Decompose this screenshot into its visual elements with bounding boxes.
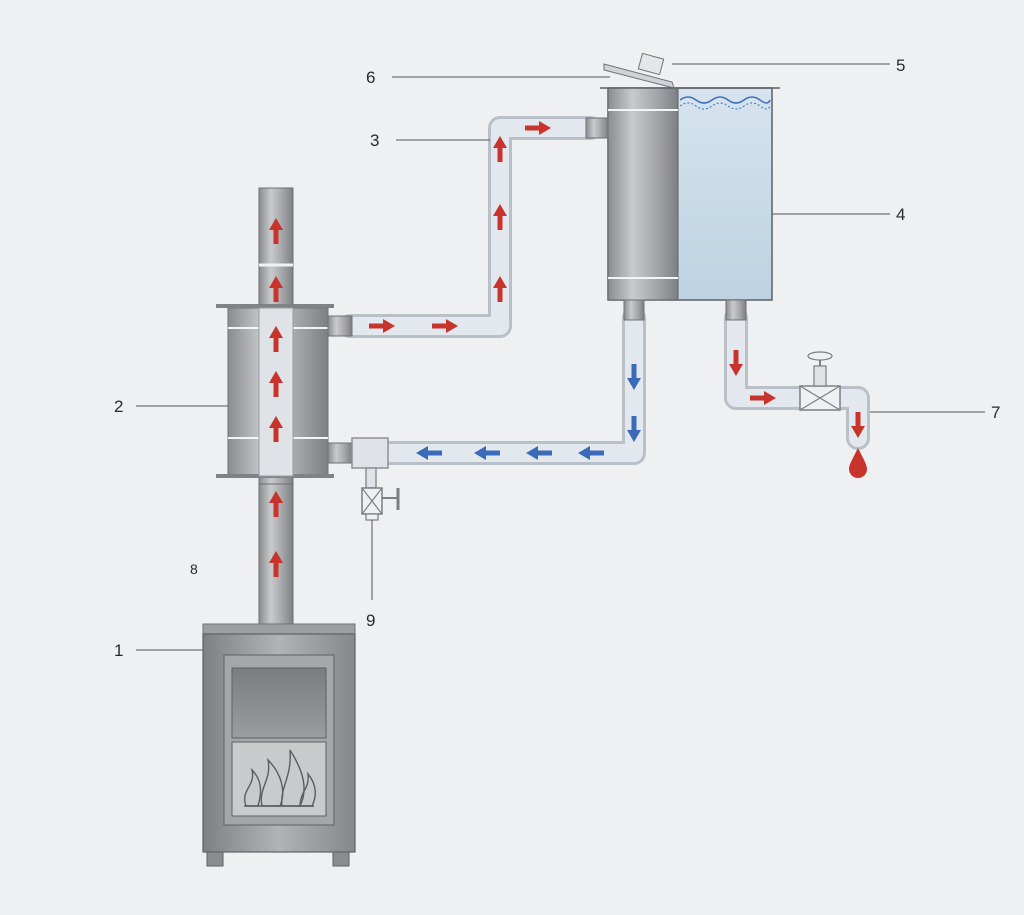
label-drain-valve: 9: [366, 611, 375, 630]
flow-arrow-icon: [627, 416, 641, 442]
flow-arrow-icon: [851, 412, 865, 438]
valve-icon: [361, 487, 400, 521]
flow-arrow-icon: [269, 416, 283, 442]
label-level-mark: 6: [366, 68, 375, 87]
tank-lid: [603, 52, 675, 89]
label-tap: 7: [991, 403, 1000, 422]
drain-valve: [351, 437, 400, 521]
flow-arrow-icon: [269, 371, 283, 397]
flow-arrow-icon: [493, 204, 507, 230]
label-stove: 1: [114, 641, 123, 660]
heat-exchanger: [216, 304, 353, 478]
flow-arrow-icon: [432, 319, 458, 333]
stove: [202, 623, 356, 867]
flow-arrow-icon: [493, 136, 507, 162]
flow-arrow-icon: [729, 350, 743, 376]
cold-pipe: [368, 306, 646, 465]
flow-arrow-icon: [525, 121, 551, 135]
flow-arrow-icon: [493, 276, 507, 302]
callouts: 2 1 3 4 5 6 7 8 9: [114, 56, 1000, 660]
water-surface: [679, 96, 771, 104]
pipe-network: [338, 116, 870, 465]
drop-icon: [849, 448, 867, 478]
flow-arrow-icon: [578, 446, 604, 460]
label-extra: 8: [190, 561, 198, 577]
flame-icon: [244, 749, 316, 807]
flow-arrow-icon: [269, 218, 283, 244]
label-heat-exchanger: 2: [114, 397, 123, 416]
flow-arrow-icon: [526, 446, 552, 460]
hot-pipe: [338, 116, 602, 338]
flow-arrow-icon: [627, 364, 641, 390]
flow-arrow-icon: [369, 319, 395, 333]
flow-arrow-icon: [269, 326, 283, 352]
flow-arrow-icon: [269, 276, 283, 302]
outlet-pipe: [724, 306, 870, 450]
tap: [799, 351, 841, 411]
label-hot-pipe: 3: [370, 131, 379, 150]
label-tank: 4: [896, 205, 905, 224]
flow-arrow-icon: [750, 391, 776, 405]
flow-arrow-icon: [269, 551, 283, 577]
flow-arrow-icon: [474, 446, 500, 460]
flow-arrows: [269, 121, 865, 577]
flow-arrow-icon: [269, 491, 283, 517]
flow-arrow-icon: [416, 446, 442, 460]
label-lid: 5: [896, 56, 905, 75]
water-tank: [585, 87, 780, 321]
